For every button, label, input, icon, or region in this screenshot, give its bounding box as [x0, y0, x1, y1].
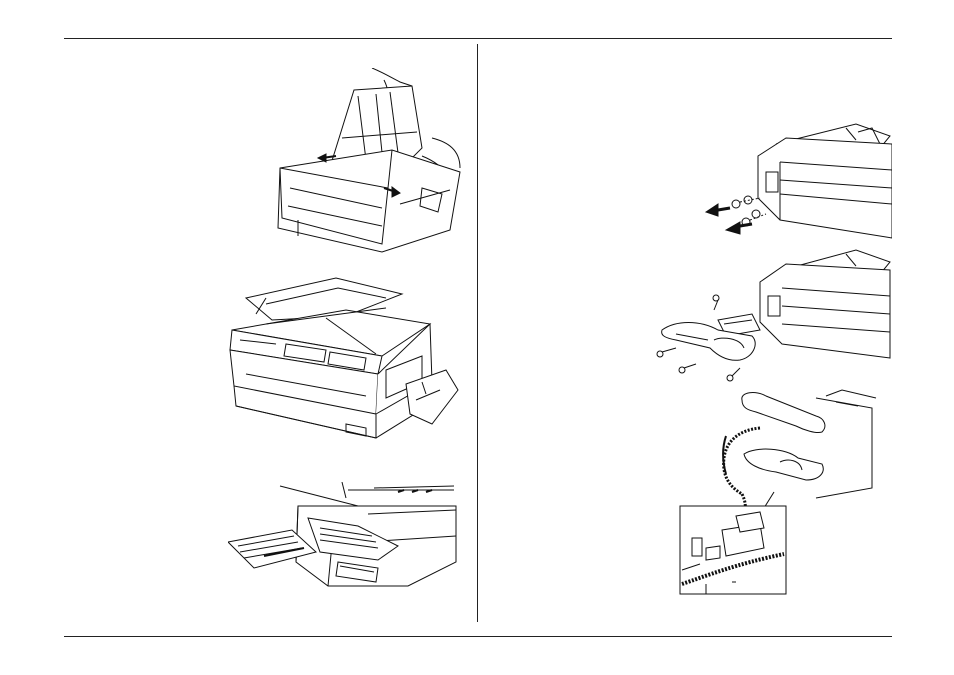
paper-support-figure [272, 68, 468, 258]
column-divider [477, 44, 478, 622]
screw-removal-figure [696, 118, 892, 244]
cassette-figure [228, 482, 460, 596]
fax-machine-figure [226, 274, 468, 446]
handset-cord-figure [676, 388, 888, 598]
header-rule [64, 38, 892, 39]
cradle-mount-figure [656, 244, 892, 394]
footer-rule [64, 636, 892, 637]
